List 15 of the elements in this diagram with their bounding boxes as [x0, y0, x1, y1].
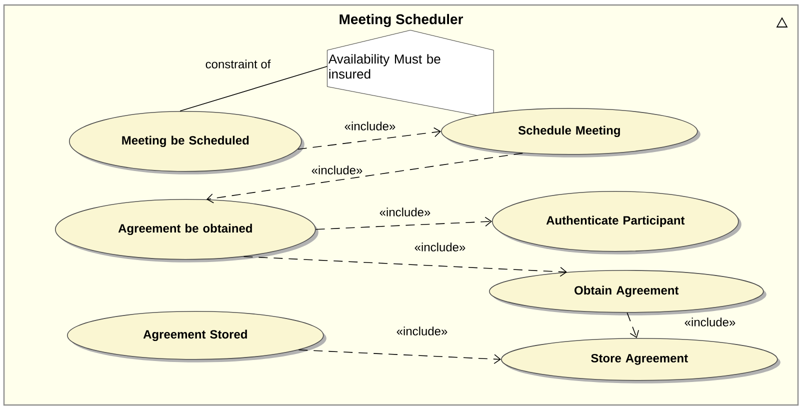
include-arrow	[243, 256, 568, 277]
include-arrow	[626, 312, 639, 338]
edge-label: constraint of	[206, 60, 271, 68]
edge-label: «include»	[684, 318, 736, 326]
edge-label: «include»	[380, 208, 430, 216]
include-arrow	[298, 350, 502, 364]
include-arrow	[315, 216, 492, 230]
edge-label: «include»	[312, 166, 362, 174]
constraint-line	[180, 66, 328, 112]
edge-label: «include»	[396, 326, 448, 336]
include-arrow	[297, 127, 441, 150]
edge-label: «include»	[344, 122, 396, 130]
include-arrow	[206, 152, 524, 204]
constraint-hexagon: Availability Must be insured	[327, 30, 494, 119]
edge-label: «include»	[414, 242, 466, 252]
